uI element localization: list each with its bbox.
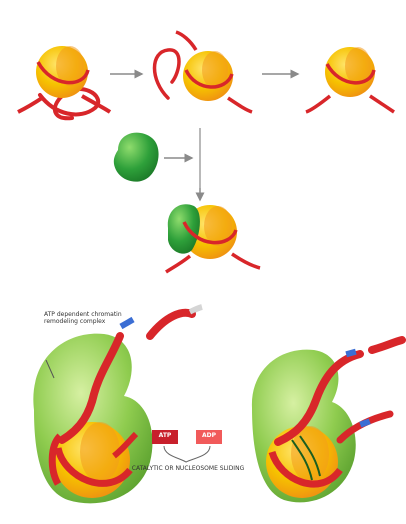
remodeling-complex-left [33, 307, 202, 503]
binding-protein [114, 133, 159, 182]
nucleosome-1 [18, 46, 110, 118]
nucleosome-3 [306, 47, 394, 112]
remodeling-complex-right [252, 340, 402, 502]
atp-box-2-label: ADP [196, 433, 222, 440]
nucleosome-bound [166, 204, 260, 272]
catalytic-label: CATALYTIC OR NUCLEOSOME SLIDING [128, 466, 248, 473]
nucleosome-2 [155, 32, 253, 112]
complex-label: ATP dependent chromatin remodeling compl… [44, 312, 124, 326]
atp-box-1-label: ATP [152, 433, 178, 440]
